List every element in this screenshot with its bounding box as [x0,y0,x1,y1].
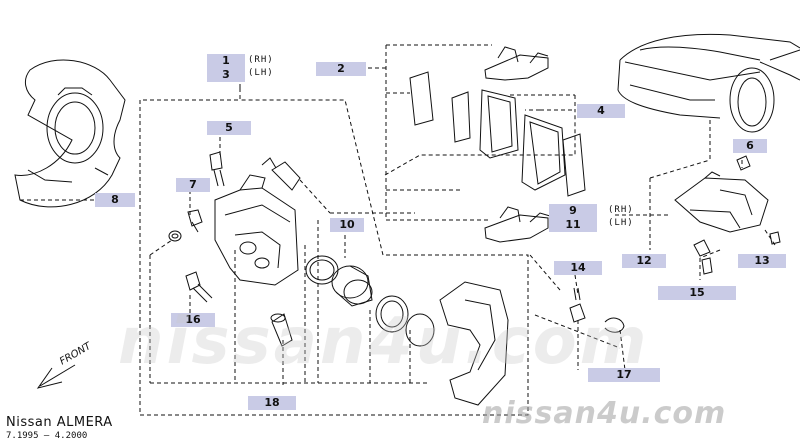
bleeder-cap [168,230,182,242]
clip-part-17 [604,317,625,333]
side-label-lh-11: (LH) [608,218,634,228]
callout-5: 5 [207,121,251,135]
pad-clip-part-2-upper [484,46,549,81]
retaining-ring [405,313,435,347]
pad-shim-left [409,71,471,143]
bolt-part-5 [209,151,225,187]
model-name: Nissan ALMERA [6,415,113,430]
piston-seal [305,255,339,285]
callout-4: 4 [577,104,625,118]
callout-6: 6 [733,139,767,153]
brake-pad-part-4 [479,89,586,197]
bolt-part-14 [569,287,586,323]
watermark-corner: nissan4u.com [482,396,727,431]
callout-13: 13 [738,254,786,268]
vehicle-silhouette [617,33,800,133]
callout-9: 9 [549,204,597,218]
pad-clip-part-2-lower [484,206,551,243]
callout-10: 10 [330,218,364,232]
callout-14: 14 [554,261,602,275]
piston-part-10 [331,265,373,307]
screw-part-13 [769,231,781,245]
pin-part-18 [270,313,293,347]
clip-part-12 [693,239,711,257]
bolt-part-16 [185,271,213,303]
dust-shield-part-8 [14,59,126,208]
callout-18: 18 [248,396,296,410]
slide-pin-boot [261,157,301,191]
bleeder-part-7 [187,209,203,233]
model-years: 7.1995 — 4.2000 [6,431,88,441]
caliper-body-part-1-3 [214,174,299,286]
assembly-frame [20,44,776,416]
torque-member [439,281,509,406]
callout-3: 3 [207,68,245,82]
screw-part-15 [701,257,713,275]
screw-part-6 [736,155,751,171]
callout-7: 7 [176,178,210,192]
side-label-lh-3: (LH) [248,68,274,78]
callout-17: 17 [588,368,660,382]
watermark-main: nissan4u.com [118,305,650,379]
front-arrow-icon [36,364,76,389]
piston-boot [375,295,409,333]
callout-11: 11 [549,218,597,232]
callout-1: 1 [207,54,245,68]
bracket-part-9-11 [674,171,769,233]
callout-16: 16 [171,313,215,327]
callout-2: 2 [316,62,366,76]
callout-8: 8 [95,193,135,207]
callout-12: 12 [622,254,666,268]
side-label-rh-1: (RH) [248,55,274,65]
callout-15: 15 [658,286,736,300]
side-label-rh-9: (RH) [608,205,634,215]
